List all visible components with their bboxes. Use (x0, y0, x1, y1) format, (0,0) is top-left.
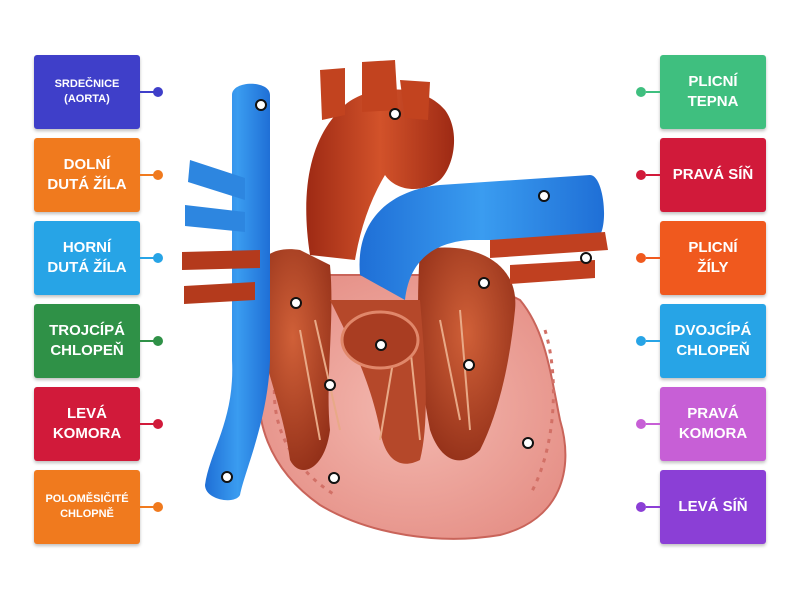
label-connector-dot[interactable] (636, 502, 646, 512)
marker-1 (255, 99, 267, 111)
label-11[interactable]: PRAVÁ KOMORA (660, 387, 766, 461)
label-6[interactable]: POLOMĚSIČITÉ CHLOPNĚ (34, 470, 140, 544)
label-text: LEVÁ KOMORA (52, 405, 122, 442)
pulmonary-artery (359, 175, 605, 300)
marker-8 (463, 359, 475, 371)
label-1[interactable]: SRDEČNICE (AORTA) (34, 55, 140, 129)
label-connector-dot[interactable] (636, 170, 646, 180)
label-9[interactable]: PLICNÍ ŽÍLY (660, 221, 766, 295)
marker-5 (478, 277, 490, 289)
label-connector (646, 91, 660, 93)
label-text: PLICNÍ ŽÍLY (688, 239, 738, 276)
label-connector-dot[interactable] (153, 336, 163, 346)
label-connector (140, 340, 154, 342)
label-text: PRAVÁ KOMORA (678, 405, 748, 442)
label-connector-dot[interactable] (153, 253, 163, 263)
label-connector (140, 506, 154, 508)
marker-10 (522, 437, 534, 449)
marker-11 (221, 471, 233, 483)
aorta (306, 89, 455, 260)
label-10[interactable]: DVOJCÍPÁ CHLOPEŇ (660, 304, 766, 378)
label-connector-dot[interactable] (153, 87, 163, 97)
label-4[interactable]: TROJCÍPÁ CHLOPEŇ (34, 304, 140, 378)
label-connector-dot[interactable] (636, 419, 646, 429)
label-7[interactable]: PLICNÍ TEPNA (660, 55, 766, 129)
label-text: HORNÍ DUTÁ ŽÍLA (47, 239, 127, 276)
label-connector (646, 257, 660, 259)
label-connector (140, 91, 154, 93)
label-connector-dot[interactable] (153, 419, 163, 429)
marker-4 (580, 252, 592, 264)
label-text: LEVÁ SÍŇ (678, 498, 748, 515)
label-connector (646, 506, 660, 508)
label-text: TROJCÍPÁ CHLOPEŇ (49, 322, 125, 359)
label-text: PLICNÍ TEPNA (687, 73, 739, 110)
label-connector-dot[interactable] (636, 336, 646, 346)
label-2[interactable]: DOLNÍ DUTÁ ŽÍLA (34, 138, 140, 212)
label-5[interactable]: LEVÁ KOMORA (34, 387, 140, 461)
label-text: DVOJCÍPÁ CHLOPEŇ (674, 322, 752, 359)
marker-2 (389, 108, 401, 120)
label-text: DOLNÍ DUTÁ ŽÍLA (47, 156, 127, 193)
label-12[interactable]: LEVÁ SÍŇ (660, 470, 766, 544)
chamber-left (418, 247, 516, 461)
label-8[interactable]: PRAVÁ SÍŇ (660, 138, 766, 212)
label-connector (646, 174, 660, 176)
label-connector-dot[interactable] (153, 170, 163, 180)
marker-3 (538, 190, 550, 202)
label-text: SRDEČNICE (AORTA) (54, 78, 120, 105)
label-text: POLOMĚSIČITÉ CHLOPNĚ (45, 493, 129, 520)
marker-9 (324, 379, 336, 391)
label-connector (646, 423, 660, 425)
label-connector (140, 174, 154, 176)
label-3[interactable]: HORNÍ DUTÁ ŽÍLA (34, 221, 140, 295)
chamber-right (254, 249, 332, 470)
marker-7 (375, 339, 387, 351)
label-connector-dot[interactable] (153, 502, 163, 512)
label-connector-dot[interactable] (636, 87, 646, 97)
label-connector (140, 257, 154, 259)
label-connector (140, 423, 154, 425)
marker-dots (221, 99, 592, 484)
label-connector-dot[interactable] (636, 253, 646, 263)
marker-6 (290, 297, 302, 309)
marker-12 (328, 472, 340, 484)
label-text: PRAVÁ SÍŇ (672, 166, 754, 183)
label-connector (646, 340, 660, 342)
